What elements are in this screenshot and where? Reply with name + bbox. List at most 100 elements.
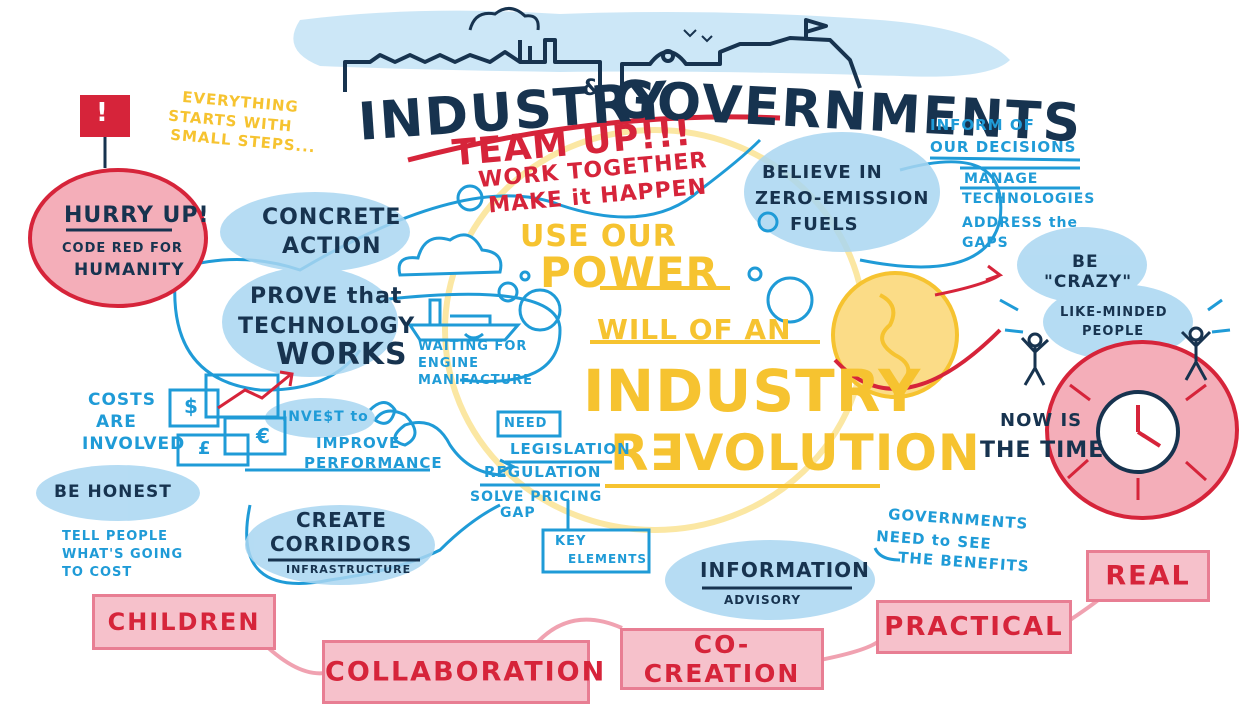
like-minded-line2: PEOPLE (1082, 324, 1145, 339)
costs-line1: COSTS (88, 390, 157, 410)
title-ampersand: & (582, 76, 603, 101)
currency-notes-icon (168, 373, 287, 467)
waiting-line1: WAITING FOR (418, 339, 528, 354)
will-of-an-text: WILL OF AN (597, 313, 792, 346)
invest-text: INVE$T to (282, 409, 369, 425)
costs-line3: INVOLVED (82, 434, 186, 454)
use-our-text: USE OUR (520, 219, 677, 254)
ship-icon (407, 298, 522, 342)
costs-line2: ARE (96, 412, 137, 432)
smoke-cloud-icon (468, 7, 540, 31)
spark-lines (999, 298, 1231, 334)
prove-line1: PROVE that (250, 284, 403, 309)
inform-line2: OUR DECISIONS (930, 138, 1077, 156)
bubble-corridors (245, 505, 435, 585)
need-text: NEED (504, 416, 548, 431)
pound-symbol: £ (198, 438, 212, 459)
prove-line2: TECHNOLOGY (238, 314, 416, 339)
address-line1: ADDRESS the (962, 215, 1078, 231)
chip-children: CHILDREN (92, 594, 276, 650)
believe-line1: BELIEVE IN (762, 162, 883, 183)
bubble-invest (265, 398, 375, 438)
squiggle-arrow (368, 401, 506, 477)
hurry-up-circle (28, 168, 208, 308)
clock-icon (1066, 383, 1208, 500)
be-crazy-line1: BE (1072, 252, 1099, 272)
like-minded-line1: LIKE-MINDED (1060, 305, 1168, 320)
cloud-icon (397, 233, 503, 277)
flow-line-right (859, 160, 1003, 269)
manage-line2: TECHNOLOGIES (962, 191, 1096, 207)
chip-practical-label: PRACTICAL (884, 612, 1064, 642)
euro-symbol: € (256, 424, 271, 448)
information-text: INFORMATION (700, 558, 870, 582)
chip-children-label: CHILDREN (107, 608, 261, 636)
now-is-text: NOW IS (1000, 410, 1083, 431)
believe-line3: FUELS (790, 214, 859, 235)
bubble-information (665, 540, 875, 620)
need-box (496, 410, 562, 438)
title-swoosh (407, 114, 781, 163)
tell-people-line1: TELL PEOPLE (62, 529, 168, 544)
globe-icon (831, 264, 1004, 399)
person-cheering-icon (1020, 326, 1212, 386)
corridors-line1: CREATE (296, 508, 387, 532)
be-crazy-line2: "CRAZY" (1044, 272, 1133, 292)
hurry-up-sub1: CODE RED FOR (62, 241, 183, 256)
chip-co-creation: CO-CREATION (620, 628, 824, 690)
advisory-text: ADVISORY (724, 593, 802, 607)
highlight-bubbles (36, 132, 1193, 620)
chip-collaboration: COLLABORATION (322, 640, 607, 704)
revolution-text: R∃VOLUTION (610, 424, 981, 482)
waiting-line2: ENGINE (418, 356, 480, 371)
sky-wash (293, 10, 1010, 77)
tell-people-line3: TO COST (62, 565, 133, 580)
government-connector (873, 547, 901, 562)
prove-line3: WORKS (276, 337, 408, 372)
chip-collaboration-label: COLLABORATION (325, 656, 607, 688)
tell-people-line2: WHAT'S GOING (62, 547, 184, 562)
connector-cocreation-practical (819, 638, 882, 662)
growth-arrow-icon (217, 370, 294, 410)
bubble-concrete (220, 192, 410, 272)
birds-icon (683, 29, 713, 43)
chip-real-label: REAL (1105, 560, 1191, 592)
bubble-behonest (36, 465, 200, 521)
pricing-line2: GAP (500, 505, 536, 521)
bubble-prove (222, 267, 398, 377)
concrete-line2: ACTION (282, 234, 382, 259)
improve-line1: IMPROVE (316, 434, 401, 452)
corridors-sub: INFRASTRUCTURE (286, 563, 412, 576)
hurry-up-title: HURRY UP! (64, 203, 210, 228)
center-divider (590, 286, 820, 344)
believe-line2: ZERO-EMISSION (755, 188, 930, 209)
industry-text: INDUSTRY (583, 357, 922, 425)
the-time-text: THE TIME (980, 438, 1105, 463)
be-honest-text: BE HONEST (54, 482, 172, 502)
key-elements-box (541, 528, 651, 574)
power-text: POWER (540, 248, 719, 297)
bubble-believe (744, 132, 940, 252)
key-line1: KEY (555, 534, 587, 549)
key-line2: ELEMENTS (568, 552, 648, 566)
pricing-line1: SOLVE PRICING (470, 489, 603, 505)
waiting-line3: MANIFACTURE (418, 373, 534, 388)
chip-co-creation-label: CO-CREATION (643, 630, 801, 688)
bubble-crazy (1017, 227, 1147, 303)
alert-flag-icon (80, 95, 130, 168)
concrete-line1: CONCRETE (262, 205, 402, 230)
legislation-text: LEGISLATION (510, 440, 631, 458)
hurry-up-sub2: HUMANITY (74, 260, 185, 280)
inform-line1: INFORM OF (930, 116, 1035, 134)
connector-collab-cocreation (533, 617, 623, 647)
government-building-icon (620, 18, 862, 89)
factory-skyline-icon (343, 38, 602, 92)
corridors-line2: CORRIDORS (270, 532, 413, 556)
dollar-symbol: $ (184, 394, 199, 418)
manage-line1: MANAGE (964, 171, 1039, 187)
improve-line2: PERFORMANCE (304, 454, 443, 472)
chip-real: REAL (1086, 550, 1210, 602)
regulation-text: REGULATION (484, 463, 602, 481)
